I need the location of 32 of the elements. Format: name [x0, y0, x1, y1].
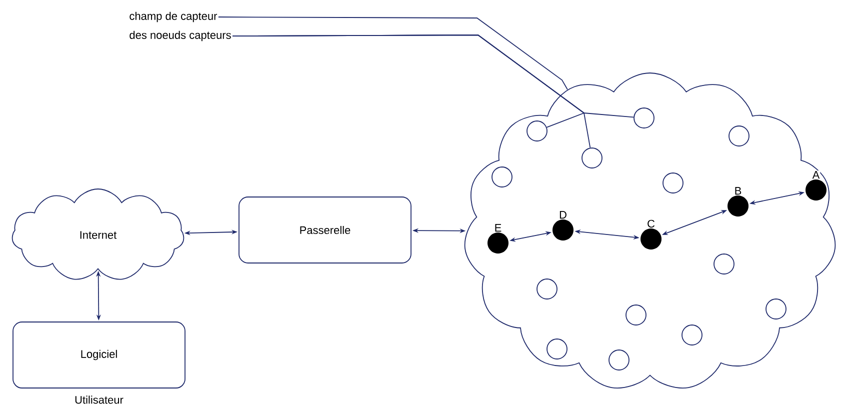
leader-text: champ de capteur [130, 12, 218, 22]
process-box: Passerelle [238, 196, 412, 264]
node-label: C [648, 220, 655, 228]
sensor-circle [526, 120, 548, 142]
node-label: E [495, 224, 502, 232]
node-label: A [812, 171, 820, 179]
sensor-circle [682, 324, 702, 346]
sensor-circle [634, 108, 654, 128]
sensor-circle [714, 254, 734, 274]
process-box: Logiciel [12, 322, 186, 388]
sensor-node: D [552, 210, 574, 240]
node-label: B [735, 187, 742, 195]
sensor-node: C [640, 219, 662, 250]
sensor-circle [492, 166, 512, 188]
leader-line [232, 34, 634, 118]
sensor-circle [536, 278, 558, 300]
sensor-node: A [806, 170, 826, 200]
sensor-circle [662, 172, 684, 194]
node-label: D [560, 211, 566, 219]
leader-text: des noeuds capteurs [130, 30, 231, 42]
sensor-field-cloud [464, 72, 836, 388]
sensor-circle [608, 350, 630, 370]
caption-text: Utilisateur [75, 396, 124, 404]
internet-cloud: Internet [12, 188, 184, 280]
sensor-circle [728, 126, 750, 146]
leader-line [218, 16, 568, 90]
sensor-circle [766, 298, 786, 320]
sensor-node: B [728, 186, 748, 216]
sensor-circle [582, 148, 602, 168]
sensor-circle [626, 304, 646, 326]
sensor-node: E [488, 224, 508, 254]
sensor-circle [546, 338, 568, 360]
